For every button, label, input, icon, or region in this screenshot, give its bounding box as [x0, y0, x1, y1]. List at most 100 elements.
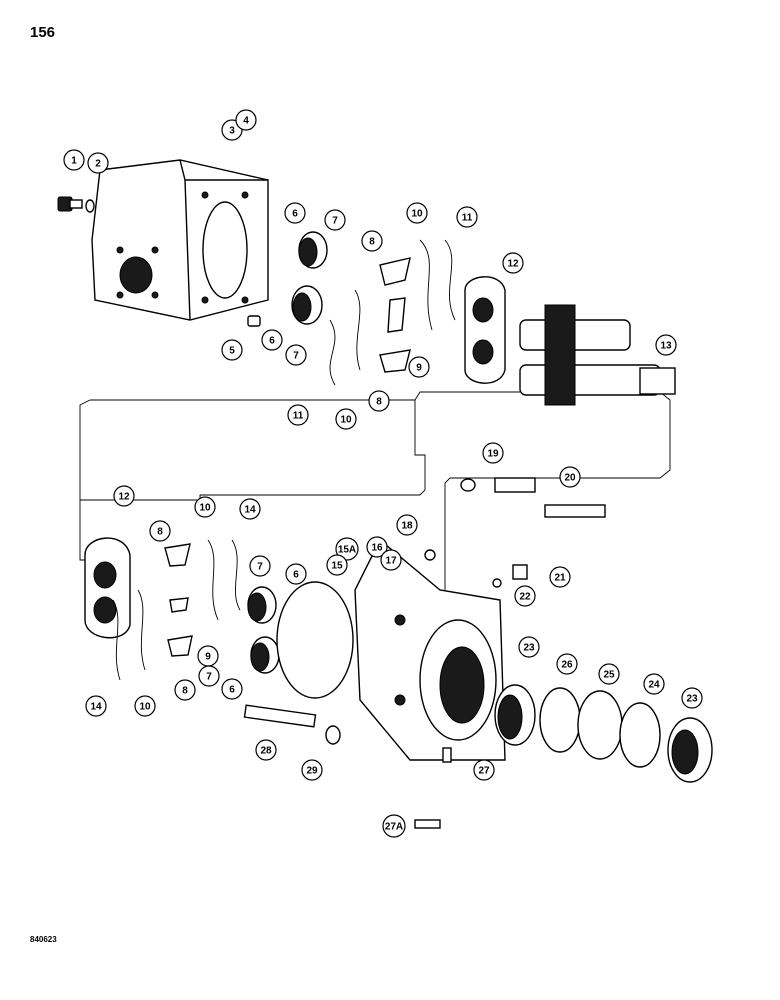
callout-circle — [380, 549, 402, 571]
callout-label: 7 — [293, 351, 299, 362]
o-ring — [276, 581, 354, 699]
callout-label: 11 — [462, 213, 473, 224]
callout-12: 12 — [502, 252, 524, 274]
callout-circle — [514, 585, 536, 607]
callout-14: 14 — [239, 498, 261, 520]
callout-label: 6 — [229, 685, 235, 696]
callout-8: 8 — [174, 679, 196, 701]
snap-ring-24 — [619, 702, 661, 768]
group-outline — [79, 391, 671, 600]
bearing-ring-upper-bottom — [291, 285, 323, 325]
bearing-ring-upper-top — [298, 231, 328, 269]
callout-circle — [284, 202, 306, 224]
wear-plate-lower-top — [164, 543, 191, 567]
callout-label: 27A — [385, 822, 403, 833]
flange-housing — [354, 538, 506, 761]
seal-10-lower-a — [207, 539, 219, 621]
callout-18: 18 — [396, 514, 418, 536]
callout-7: 7 — [285, 344, 307, 366]
callout-6: 6 — [284, 202, 306, 224]
callout-label: 28 — [260, 746, 272, 757]
callout-circle — [221, 678, 243, 700]
callout-22: 22 — [514, 585, 536, 607]
callout-label: 6 — [293, 570, 299, 581]
page-number: 156 — [30, 24, 56, 41]
callout-label: 5 — [229, 346, 235, 357]
ball-22 — [492, 578, 502, 588]
callout-circle — [239, 498, 261, 520]
callout-15: 15 — [326, 554, 348, 576]
bearing-ring-lower-bottom — [250, 636, 280, 674]
callout-label: 6 — [269, 336, 275, 347]
callout-16: 16 — [366, 536, 388, 558]
callout-2: 2 — [87, 152, 109, 174]
callout-circle — [382, 814, 406, 838]
callout-27: 27 — [473, 759, 495, 781]
callout-21: 21 — [549, 566, 571, 588]
callout-12: 12 — [113, 485, 135, 507]
callout-circle — [549, 566, 571, 588]
screw-27 — [442, 747, 452, 763]
relief-washer — [460, 478, 476, 492]
callout-label: 25 — [603, 670, 615, 681]
relief-spring — [494, 477, 536, 493]
callout-7: 7 — [249, 555, 271, 577]
callout-circle — [174, 679, 196, 701]
callout-circle — [255, 739, 277, 761]
callout-label: 7 — [206, 672, 212, 683]
callout-label: 20 — [564, 473, 576, 484]
callout-9: 9 — [408, 356, 430, 378]
callout-label: 9 — [416, 363, 422, 374]
callout-circle — [85, 695, 107, 717]
callout-circle — [324, 209, 346, 231]
callout-6: 6 — [261, 329, 283, 351]
callout-1: 1 — [63, 149, 85, 171]
callout-7: 7 — [198, 665, 220, 687]
callout-label: 12 — [118, 492, 130, 503]
seal-14-lower-b — [112, 599, 121, 681]
callout-5: 5 — [221, 339, 243, 361]
callout-circle — [473, 759, 495, 781]
callout-circle — [408, 356, 430, 378]
callout-11: 11 — [287, 404, 309, 426]
callout-label: 13 — [660, 341, 672, 352]
fitting-21 — [512, 564, 528, 580]
callout-label: 8 — [376, 397, 382, 408]
callout-label: 23 — [523, 643, 535, 654]
seal-10-lower — [354, 289, 361, 371]
callout-circle — [559, 466, 581, 488]
callout-11: 11 — [456, 206, 478, 228]
callout-6: 6 — [221, 678, 243, 700]
callout-label: 10 — [340, 415, 352, 426]
callout-25: 25 — [598, 663, 620, 685]
callout-label: 19 — [487, 449, 499, 460]
callout-label: 12 — [507, 259, 519, 270]
callout-label: 24 — [648, 680, 660, 691]
callout-label: 6 — [292, 209, 298, 220]
callout-8: 8 — [149, 520, 171, 542]
callout-27a: 27A — [382, 814, 406, 838]
callout-10: 10 — [194, 496, 216, 518]
callout-10: 10 — [134, 695, 156, 717]
callout-label: 27 — [478, 766, 490, 777]
callout-circle — [235, 109, 257, 131]
callout-label: 7 — [257, 562, 263, 573]
callout-label: 22 — [519, 592, 531, 603]
callout-label: 16 — [371, 543, 383, 554]
washer — [85, 199, 95, 213]
callout-circle — [87, 152, 109, 174]
pump-housing — [91, 159, 269, 321]
washer-29 — [325, 725, 341, 745]
callout-circle — [502, 252, 524, 274]
bolt-28 — [243, 704, 317, 728]
wear-plate-upper — [379, 257, 411, 286]
callout-label: 11 — [293, 411, 304, 422]
seal-11-lower — [329, 319, 336, 386]
seal-14-lower-a — [231, 539, 241, 611]
oil-seal-rear — [667, 717, 713, 783]
callout-label: 18 — [401, 521, 413, 532]
callout-circle — [335, 537, 359, 561]
callout-label: 15 — [331, 561, 343, 572]
